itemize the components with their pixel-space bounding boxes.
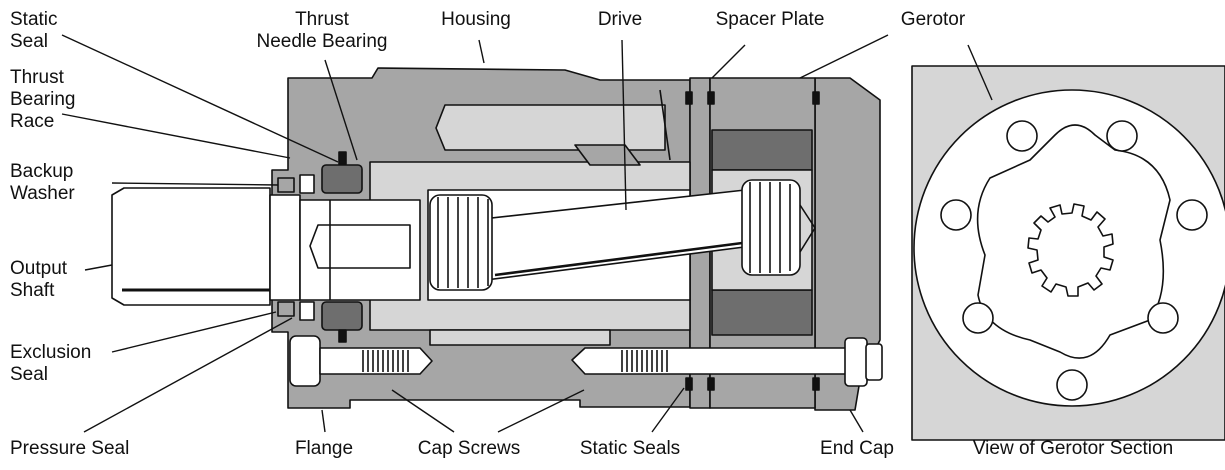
label-drive: Drive — [597, 9, 643, 30]
static-seal-mark-lower — [338, 329, 347, 343]
shaft-bore — [309, 224, 411, 269]
spacer-seal-3 — [812, 91, 820, 105]
gerotor-roller-4 — [1176, 199, 1208, 231]
output-shaft — [111, 187, 271, 306]
cap-screw-left — [289, 335, 433, 387]
label-gerotor: Gerotor — [900, 9, 966, 30]
spacer-seal-2 — [707, 91, 715, 105]
backup-washer — [299, 174, 315, 194]
lower-port — [429, 329, 611, 346]
gerotor-roller-3 — [940, 199, 972, 231]
gerotor-roller-6 — [1147, 302, 1179, 334]
gerotor-roller-5 — [962, 302, 994, 334]
label-housing: Housing — [441, 9, 511, 30]
upper-port — [435, 104, 666, 151]
label-view-of-gerotor-section: View of Gerotor Section — [972, 438, 1174, 459]
upper-port-lip — [574, 144, 641, 166]
label-pressure-seal: Pressure Seal — [10, 438, 130, 459]
label-static-seals: Static Seals — [579, 438, 681, 459]
gerotor-upper-panel — [711, 129, 813, 171]
label-cap-screws: Cap Screws — [417, 438, 521, 459]
gerotor-lower-panel — [711, 289, 813, 336]
thrust-needle-bearing — [321, 164, 363, 194]
spacer-seal-6 — [812, 377, 820, 391]
leader-lines — [61, 34, 993, 433]
gerotor-inner-spline — [1027, 203, 1114, 297]
gerotor-roller-2 — [1106, 120, 1138, 152]
label-spacer-plate: Spacer Plate — [715, 9, 825, 30]
gerotor-roller-7 — [1056, 369, 1088, 401]
spacer-seal-5 — [707, 377, 715, 391]
exclusion-seal — [277, 177, 295, 193]
exclusion-seal-lower — [277, 301, 295, 317]
static-seal-mark — [338, 151, 347, 165]
spacer-seal-1 — [685, 91, 693, 105]
label-flange: Flange — [294, 438, 354, 459]
shaft-step — [269, 194, 301, 301]
thrust-needle-bearing-lower — [321, 301, 363, 331]
cap-screw-right — [571, 337, 883, 387]
backup-washer-lower — [299, 301, 315, 321]
drive-spline-right — [741, 179, 801, 276]
spacer-seal-4 — [685, 377, 693, 391]
label-end-cap: End Cap — [820, 438, 894, 459]
gerotor-roller-1 — [1006, 120, 1038, 152]
drive-spline-left — [429, 194, 493, 291]
